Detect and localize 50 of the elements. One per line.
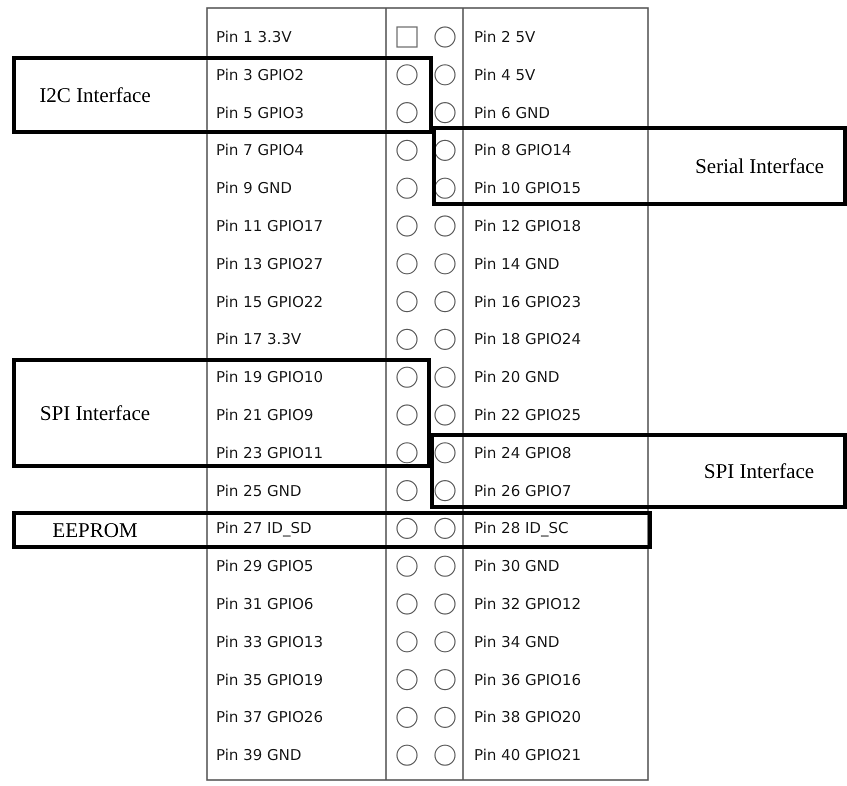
pin-label: Pin 29 GPIO5 [216, 556, 314, 576]
interface-outline [432, 126, 847, 206]
pin-label: Pin 15 GPIO22 [216, 292, 323, 312]
pin-label: Pin 24 GPIO8 [474, 442, 572, 463]
pin-label: Pin 3 GPIO2 [216, 64, 304, 85]
pin-label: Pin 31 GPIO6 [216, 594, 314, 614]
pin-label: Pin 35 GPIO19 [216, 670, 323, 690]
pin-label: Pin 4 5V [474, 64, 536, 85]
pin-label: Pin 5 GPIO3 [216, 102, 304, 123]
pin-label: Pin 40 GPIO21 [474, 745, 581, 766]
pin-label: Pin 12 GPIO18 [474, 216, 581, 236]
interface-outline [430, 433, 847, 509]
pin-label: Pin 17 3.3V [216, 329, 302, 350]
pin-label: Pin 9 GND [216, 178, 292, 198]
pin-label: Pin 10 GPIO15 [474, 178, 581, 198]
pin-label: Pin 26 GPIO7 [474, 480, 572, 501]
pin-label: Pin 32 GPIO12 [474, 594, 581, 614]
interface-name: I2C Interface [38, 82, 152, 109]
pin-label: Pin 6 GND [474, 102, 550, 123]
interface-name: EEPROM [51, 517, 139, 544]
pin-label: Pin 19 GPIO10 [216, 367, 323, 388]
interface-name: SPI Interface [38, 400, 152, 427]
pin-label: Pin 22 GPIO25 [474, 405, 581, 425]
interface-name: SPI Interface [702, 458, 816, 485]
pin-label: Pin 36 GPIO16 [474, 670, 581, 690]
pin-label: Pin 21 GPIO9 [216, 405, 314, 425]
pin-label: Pin 27 ID_SD [216, 518, 312, 538]
pin-label: Pin 37 GPIO26 [216, 707, 323, 728]
pin-label: Pin 33 GPIO13 [216, 632, 323, 652]
pin-label: Pin 28 ID_SC [474, 518, 568, 538]
pin-label: Pin 16 GPIO23 [474, 292, 581, 312]
interface-outline [12, 358, 431, 468]
pin-label: Pin 1 3.3V [216, 27, 292, 47]
pin-label: Pin 2 5V [474, 27, 536, 47]
pin-label: Pin 38 GPIO20 [474, 707, 581, 728]
pin-label: Pin 7 GPIO4 [216, 140, 304, 160]
interface-name: Serial Interface [694, 153, 825, 180]
pin-label: Pin 30 GND [474, 556, 560, 576]
pin-label: Pin 20 GND [474, 367, 560, 388]
pin-label: Pin 11 GPIO17 [216, 216, 323, 236]
interface-outline [12, 511, 652, 549]
interface-outline [12, 56, 433, 134]
pin-label: Pin 23 GPIO11 [216, 442, 323, 463]
pin-label: Pin 34 GND [474, 632, 560, 652]
pin-label: Pin 25 GND [216, 480, 302, 501]
pin-label: Pin 8 GPIO14 [474, 140, 572, 160]
pin-label: Pin 39 GND [216, 745, 302, 766]
pin-label: Pin 13 GPIO27 [216, 254, 323, 274]
pin-label: Pin 14 GND [474, 254, 560, 274]
pin-label: Pin 18 GPIO24 [474, 329, 581, 350]
